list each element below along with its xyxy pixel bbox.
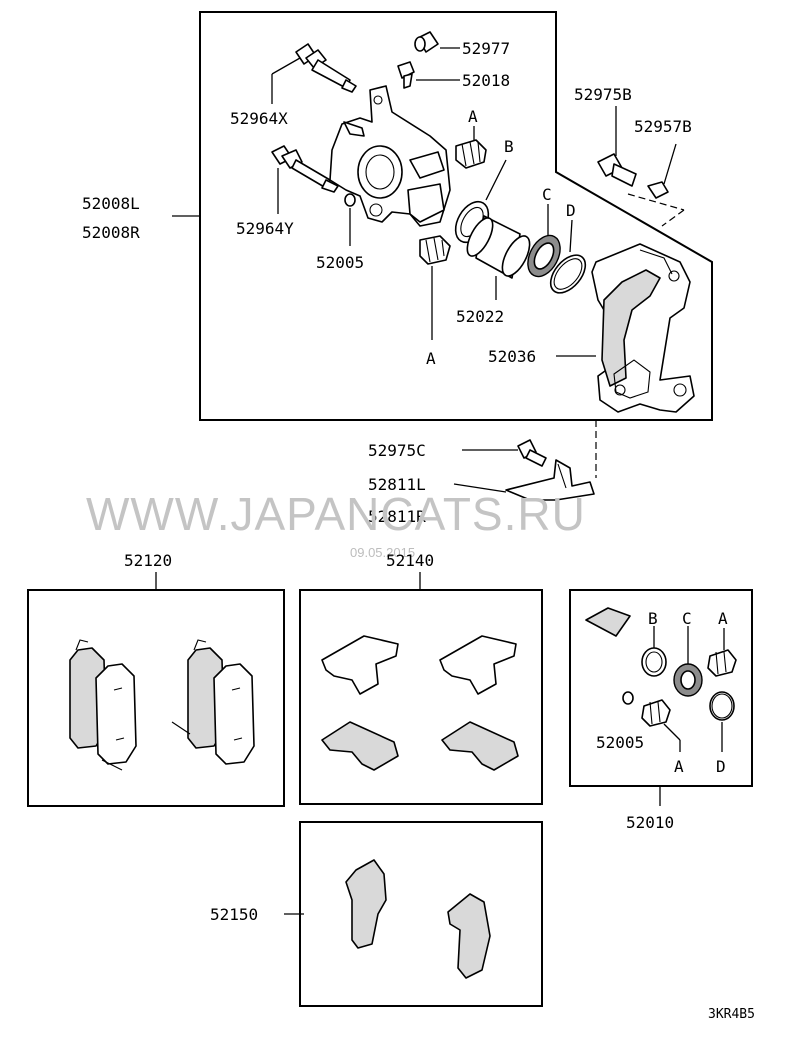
- caliper-support-52036[interactable]: [591, 243, 695, 413]
- part-number-52010[interactable]: 52010: [626, 813, 674, 832]
- guide-pin-52964y[interactable]: [271, 145, 339, 193]
- dust-boot-c[interactable]: [521, 230, 566, 282]
- pad-shim-upper-right[interactable]: [439, 635, 517, 695]
- letter-a-bottom: A: [426, 349, 436, 368]
- part-number-52008r[interactable]: 52008R: [82, 223, 140, 242]
- part-number-52140[interactable]: 52140: [386, 551, 434, 570]
- part-number-52975c[interactable]: 52975C: [368, 441, 426, 460]
- kit-retaining-ring-d[interactable]: [709, 691, 735, 721]
- part-number-52964x[interactable]: 52964X: [230, 109, 288, 128]
- letter-kit-b: B: [648, 609, 658, 628]
- part-number-52036[interactable]: 52036: [488, 347, 536, 366]
- brake-pad-pair-right[interactable]: [171, 639, 255, 765]
- anti-squeal-shim-right[interactable]: [447, 893, 491, 979]
- leader-52811: [453, 483, 507, 493]
- shim-box-52150: [299, 821, 543, 1007]
- seal-kit-box: [569, 589, 753, 787]
- part-number-52120[interactable]: 52120: [124, 551, 172, 570]
- brake-pad-pair-left[interactable]: [69, 639, 137, 771]
- caliper-assembly-frame: [199, 11, 713, 421]
- pad-shim-upper-left[interactable]: [321, 635, 399, 695]
- brake-pad-set-box: [27, 589, 285, 807]
- pad-shim-lower-right[interactable]: [441, 721, 519, 771]
- part-number-52811r[interactable]: 52811R: [368, 507, 426, 526]
- part-number-52964y[interactable]: 52964Y: [236, 219, 294, 238]
- part-number-52811l[interactable]: 52811L: [368, 475, 426, 494]
- bolt-52975b[interactable]: [597, 153, 637, 187]
- grease-packet-icon[interactable]: [585, 607, 631, 637]
- caliper-body[interactable]: [329, 85, 451, 227]
- shim-set-box: [299, 589, 543, 805]
- kit-plug-52005[interactable]: [622, 691, 634, 705]
- letter-kit-a-bottom: A: [674, 757, 684, 776]
- bleeder-cap-52977[interactable]: [414, 31, 439, 53]
- letter-kit-d: D: [716, 757, 726, 776]
- kit-pin-boot-a-bottom[interactable]: [641, 699, 671, 727]
- pin-boot-a-bottom[interactable]: [419, 235, 451, 265]
- leader-52957b: [663, 143, 677, 185]
- letter-kit-c: C: [682, 609, 692, 628]
- plug-52005[interactable]: [344, 193, 356, 207]
- diagram-reference-code: 3KR4B5: [708, 1007, 755, 1022]
- letter-a-top: A: [468, 107, 478, 126]
- pin-boot-a-top[interactable]: [455, 139, 487, 169]
- bleeder-screw-52018[interactable]: [397, 61, 415, 89]
- anti-squeal-shim-left[interactable]: [345, 859, 387, 949]
- part-number-52150[interactable]: 52150: [210, 905, 258, 924]
- part-number-52957b[interactable]: 52957B: [634, 117, 692, 136]
- kit-part-number-52005[interactable]: 52005: [596, 733, 644, 752]
- watermark: WWW.JAPANCATS.RU: [86, 488, 586, 540]
- part-number-52005[interactable]: 52005: [316, 253, 364, 272]
- letter-b-top: B: [504, 137, 514, 156]
- part-number-52975b[interactable]: 52975B: [574, 85, 632, 104]
- letter-kit-a-top: A: [718, 609, 728, 628]
- kit-pin-boot-a-top[interactable]: [707, 649, 737, 677]
- part-number-52022[interactable]: 52022: [456, 307, 504, 326]
- pad-shim-lower-left[interactable]: [321, 721, 399, 771]
- letter-d-top: D: [566, 201, 576, 220]
- retaining-ring-d[interactable]: [544, 249, 592, 299]
- washer-52957b[interactable]: [647, 181, 669, 199]
- part-number-52977[interactable]: 52977: [462, 39, 510, 58]
- part-number-52018[interactable]: 52018: [462, 71, 510, 90]
- guide-pin-52964x[interactable]: [295, 43, 357, 93]
- watermark-date: 09.05.2015: [350, 545, 415, 560]
- kit-piston-seal-b[interactable]: [641, 647, 667, 677]
- wear-indicator-52811[interactable]: [505, 459, 595, 501]
- kit-dust-boot-c[interactable]: [673, 663, 703, 697]
- piston-52022[interactable]: [462, 214, 535, 280]
- letter-c-top: C: [542, 185, 552, 204]
- bolt-52975c[interactable]: [517, 439, 547, 467]
- part-number-52008l[interactable]: 52008L: [82, 194, 140, 213]
